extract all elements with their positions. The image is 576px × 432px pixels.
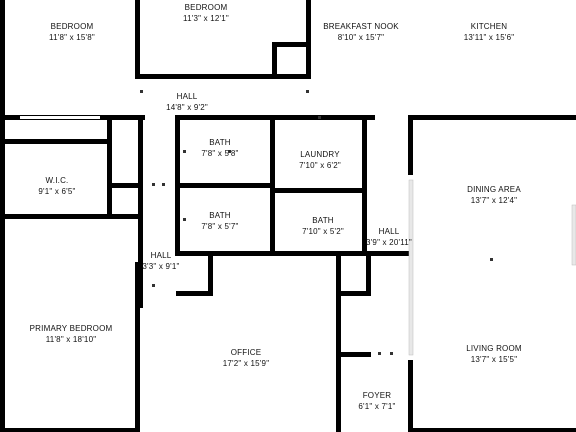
room-dimensions: 13'7" x 12'4" (470, 195, 518, 205)
east-window (571, 204, 576, 266)
room-dimensions: 7'10" x 5'2" (302, 226, 344, 236)
room-label-bedroom-west: BEDROOM 11'8" x 15'8" (49, 22, 95, 44)
exterior-wall-north-west (135, 0, 140, 78)
room-dimensions: 11'8" x 18'10" (45, 334, 97, 344)
room-dimensions: 7'8" x 5'7" (201, 221, 239, 231)
room-dimensions: 13'11" x 15'6" (463, 32, 515, 42)
room-name: PRIMARY BEDROOM (29, 324, 113, 333)
north-hall-east-wall-stub (362, 115, 367, 255)
west-bedroom-door-gap (20, 116, 100, 119)
room-label-breakfast-nook: BREAKFAST NOOK 8'10" x 15'7" (323, 22, 399, 44)
room-name: BEDROOM (184, 3, 228, 12)
wic-north-wall (5, 139, 109, 144)
room-label-living-room: LIVING ROOM 13'7" x 15'5" (466, 344, 522, 366)
wic-south-wall (5, 214, 142, 219)
dining-north-wall (412, 115, 576, 120)
south-wall-left (0, 428, 140, 432)
room-name: HALL (176, 92, 198, 101)
room-name: W.I.C. (45, 176, 69, 185)
primary-bedroom-east-wall (135, 262, 140, 432)
room-dimensions: 11'8" x 15'8" (49, 32, 95, 42)
room-label-hall-east: HALL 3'9" x 20'11" (366, 227, 412, 249)
room-name: OFFICE (230, 348, 262, 357)
closet-wall-side (272, 42, 277, 78)
laundry-south-wall (272, 188, 367, 193)
room-dimensions: 3'9" x 20'11" (366, 237, 412, 247)
room-name: BATH (209, 211, 231, 220)
room-name: BREAKFAST NOOK (323, 22, 399, 31)
room-label-bath-1: BATH 7'8" x 5'8" (201, 138, 238, 160)
closet-small-east (366, 251, 371, 296)
office-east-wall (336, 251, 341, 432)
marker-group (140, 90, 493, 355)
room-name: HALL (378, 227, 400, 236)
bath-laundry-divider (270, 115, 275, 255)
room-dimensions: 9'1" x 6'5" (38, 186, 76, 196)
bedroom-north-east-wall (306, 0, 311, 79)
room-label-office: OFFICE 17'2" x 15'9" (223, 348, 269, 370)
south-hall-south-wall (176, 291, 213, 296)
closet-small-north (341, 291, 371, 296)
exterior-wall-west (0, 0, 5, 432)
room-dimensions: 17'2" x 15'9" (222, 358, 270, 368)
room-dimensions: 11'3" x 12'1" (183, 13, 229, 23)
room-label-kitchen: KITCHEN 13'11" x 15'6" (464, 22, 515, 44)
room-dimensions: 14'8" x 9'2" (166, 102, 208, 112)
room-label-wic: W.I.C. 9'1" x 6'5" (38, 176, 75, 198)
bath-1-south-wall (175, 183, 272, 188)
room-dimensions: 8'10" x 15'7" (337, 32, 385, 42)
room-dimensions: 6'1" x 7'1" (358, 401, 396, 411)
room-dimensions: 3'3" x 9'1" (142, 261, 180, 271)
hall-east-west-wall (408, 360, 413, 432)
dining-window-west (408, 179, 414, 356)
closet-wall-top (272, 42, 310, 47)
room-label-primary-bedroom: PRIMARY BEDROOM 11'8" x 18'10" (30, 324, 113, 346)
south-wall-right (412, 428, 576, 432)
room-label-bath-2: BATH 7'8" x 5'7" (201, 211, 238, 233)
foyer-north-wall (341, 352, 371, 357)
room-label-hall-south: HALL 3'3" x 9'1" (142, 251, 179, 273)
room-label-hall-north: HALL 14'8" x 9'2" (166, 92, 208, 114)
room-name: DINING AREA (467, 185, 521, 194)
wic-divider (110, 183, 142, 188)
room-label-dining-area: DINING AREA 13'7" x 12'4" (467, 185, 521, 207)
dining-west-wall-upper (408, 115, 413, 175)
room-label-foyer: FOYER 6'1" x 7'1" (358, 391, 395, 413)
exterior-wall-north-step (135, 74, 310, 79)
room-dimensions: 7'8" x 5'8" (201, 148, 239, 158)
room-name: LIVING ROOM (466, 344, 522, 353)
room-name: LAUNDRY (300, 150, 340, 159)
room-dimensions: 13'7" x 15'5" (470, 354, 518, 364)
room-label-bath-3: BATH 7'10" x 5'2" (302, 216, 344, 238)
room-name: BEDROOM (50, 22, 94, 31)
room-name: FOYER (362, 391, 392, 400)
wic-east-wall (107, 118, 112, 218)
room-name: HALL (150, 251, 172, 260)
room-label-laundry: LAUNDRY 7'10" x 6'2" (299, 150, 341, 172)
room-label-bedroom-north: BEDROOM 11'3" x 12'1" (183, 3, 229, 25)
south-hall-east-wall (208, 251, 213, 296)
room-name: BATH (312, 216, 334, 225)
room-name: BATH (209, 138, 231, 147)
wic-hall-wall (138, 118, 143, 308)
bath-block-south-wall (175, 251, 410, 256)
room-dimensions: 7'10" x 6'2" (299, 160, 341, 170)
room-name: KITCHEN (470, 22, 508, 31)
